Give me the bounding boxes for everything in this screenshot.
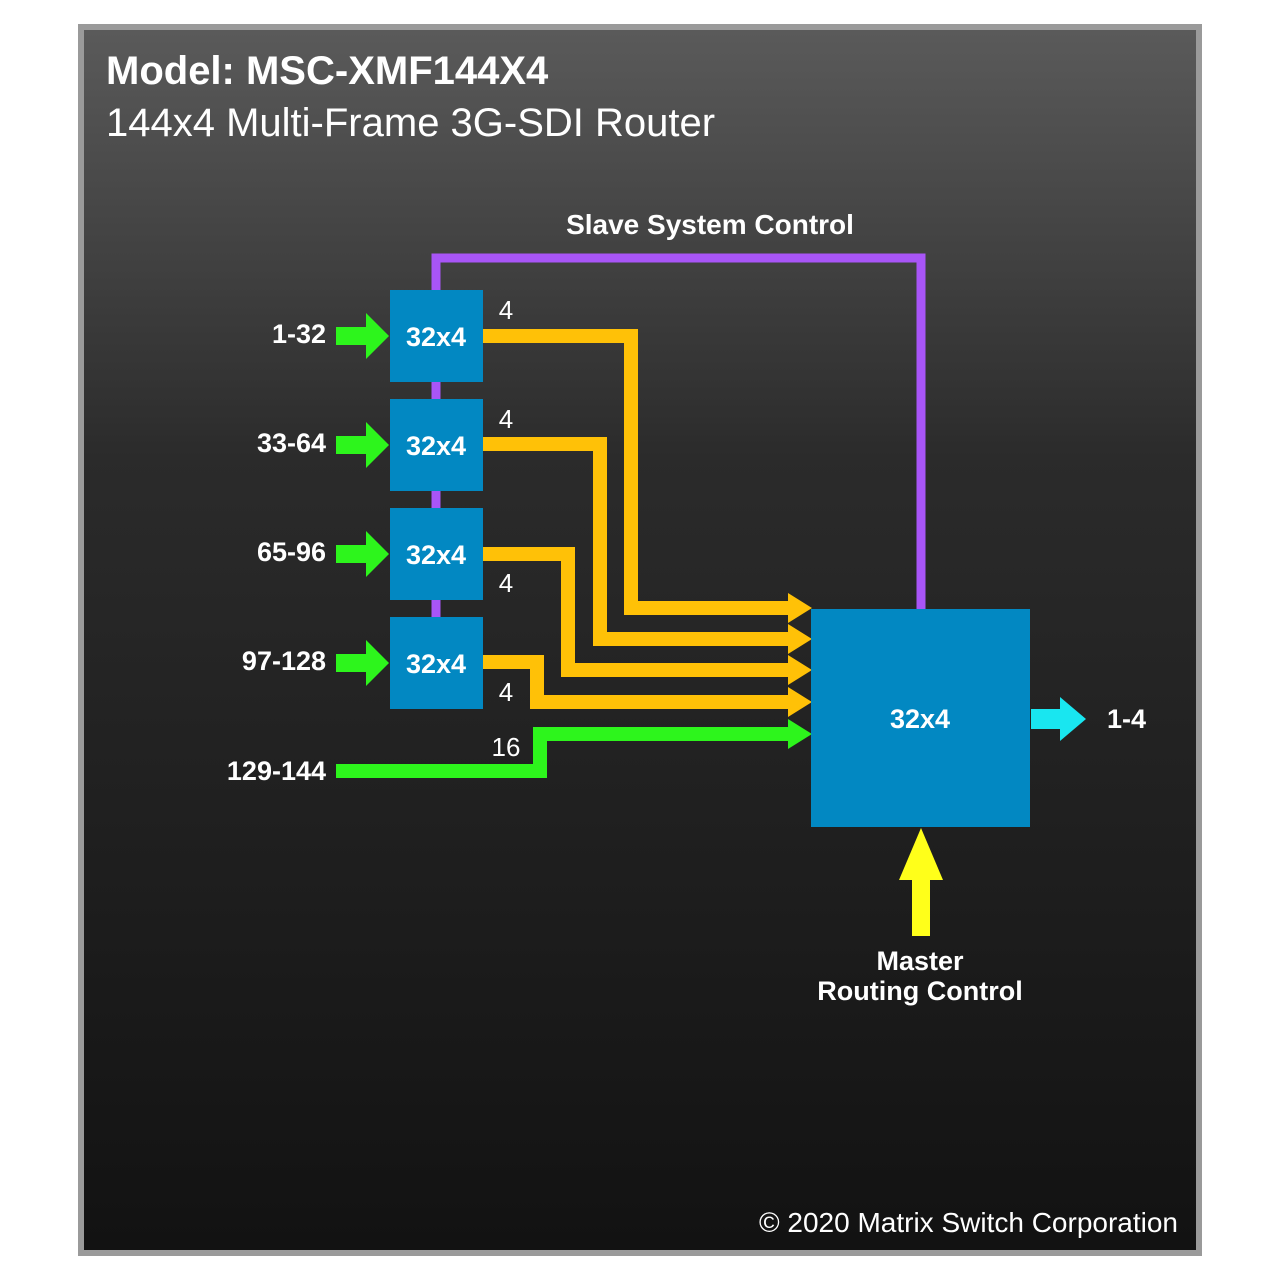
master-arrowhead [899,828,943,880]
copyright-text: © 2020 Matrix Switch Corporation [759,1207,1178,1238]
direct-input-path [336,727,790,778]
direct-input-label: 129-144 [227,756,326,786]
signal-path-2 [483,437,790,646]
output-arrowhead [1060,697,1086,741]
signal-path-4 [483,655,790,709]
input-module-label-3: 32x4 [406,540,466,570]
input-arrowhead-1 [366,313,389,359]
signal-path-1 [483,329,790,615]
signal-path-3 [483,547,790,677]
input-module-box-4 [390,617,483,709]
input-arrow-shaft-2 [336,436,368,454]
input-range-label-4: 97-128 [242,646,326,676]
count-label-4: 4 [499,677,513,707]
direct-input-arrowhead [788,719,812,749]
signal-arrowhead-4 [788,687,812,717]
master-arrow-shaft [912,878,930,936]
input-arrow-shaft-3 [336,545,368,563]
output-label: 1-4 [1107,704,1146,734]
input-arrow-shaft-4 [336,654,368,672]
signal-arrowhead-3 [788,655,812,685]
input-module-box-1 [390,290,483,382]
input-range-label-2: 33-64 [257,428,326,458]
main-module-box [811,609,1030,827]
main-module-label: 32x4 [890,704,950,734]
page-title: Model: MSC-XMF144X4 [106,49,549,93]
input-range-label-1: 1-32 [272,319,326,349]
input-arrow-shaft-1 [336,327,368,345]
signal-arrowhead-2 [788,624,812,654]
input-module-label-2: 32x4 [406,431,466,461]
input-module-box-2 [390,399,483,491]
count-label-2: 4 [499,404,513,434]
input-module-box-3 [390,508,483,600]
input-module-label-1: 32x4 [406,322,466,352]
input-module-label-4: 32x4 [406,649,466,679]
input-range-label-3: 65-96 [257,537,326,567]
master-label-line2: Routing Control [817,976,1022,1006]
count-label-direct: 16 [492,732,521,762]
signal-arrowhead-1 [788,593,812,623]
count-label-3: 4 [499,568,513,598]
output-arrow-shaft [1031,709,1061,729]
input-arrowhead-4 [366,640,389,686]
count-label-1: 4 [499,295,513,325]
input-arrowhead-3 [366,531,389,577]
input-arrowhead-2 [366,422,389,468]
slave-control-label: Slave System Control [566,209,854,240]
master-label-line1: Master [876,946,964,976]
page-subtitle: 144x4 Multi-Frame 3G-SDI Router [106,101,715,145]
